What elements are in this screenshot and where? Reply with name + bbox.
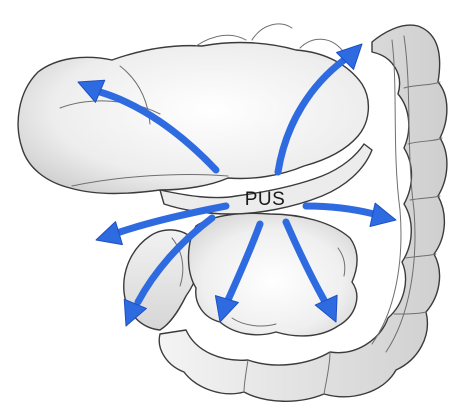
pus-label: PUS bbox=[230, 187, 300, 213]
arrow-to-colon-right-shaft bbox=[306, 206, 374, 214]
arrow-to-colon-right-head bbox=[370, 203, 396, 226]
arrow-to-left-head bbox=[96, 222, 122, 245]
stomach bbox=[18, 24, 368, 194]
